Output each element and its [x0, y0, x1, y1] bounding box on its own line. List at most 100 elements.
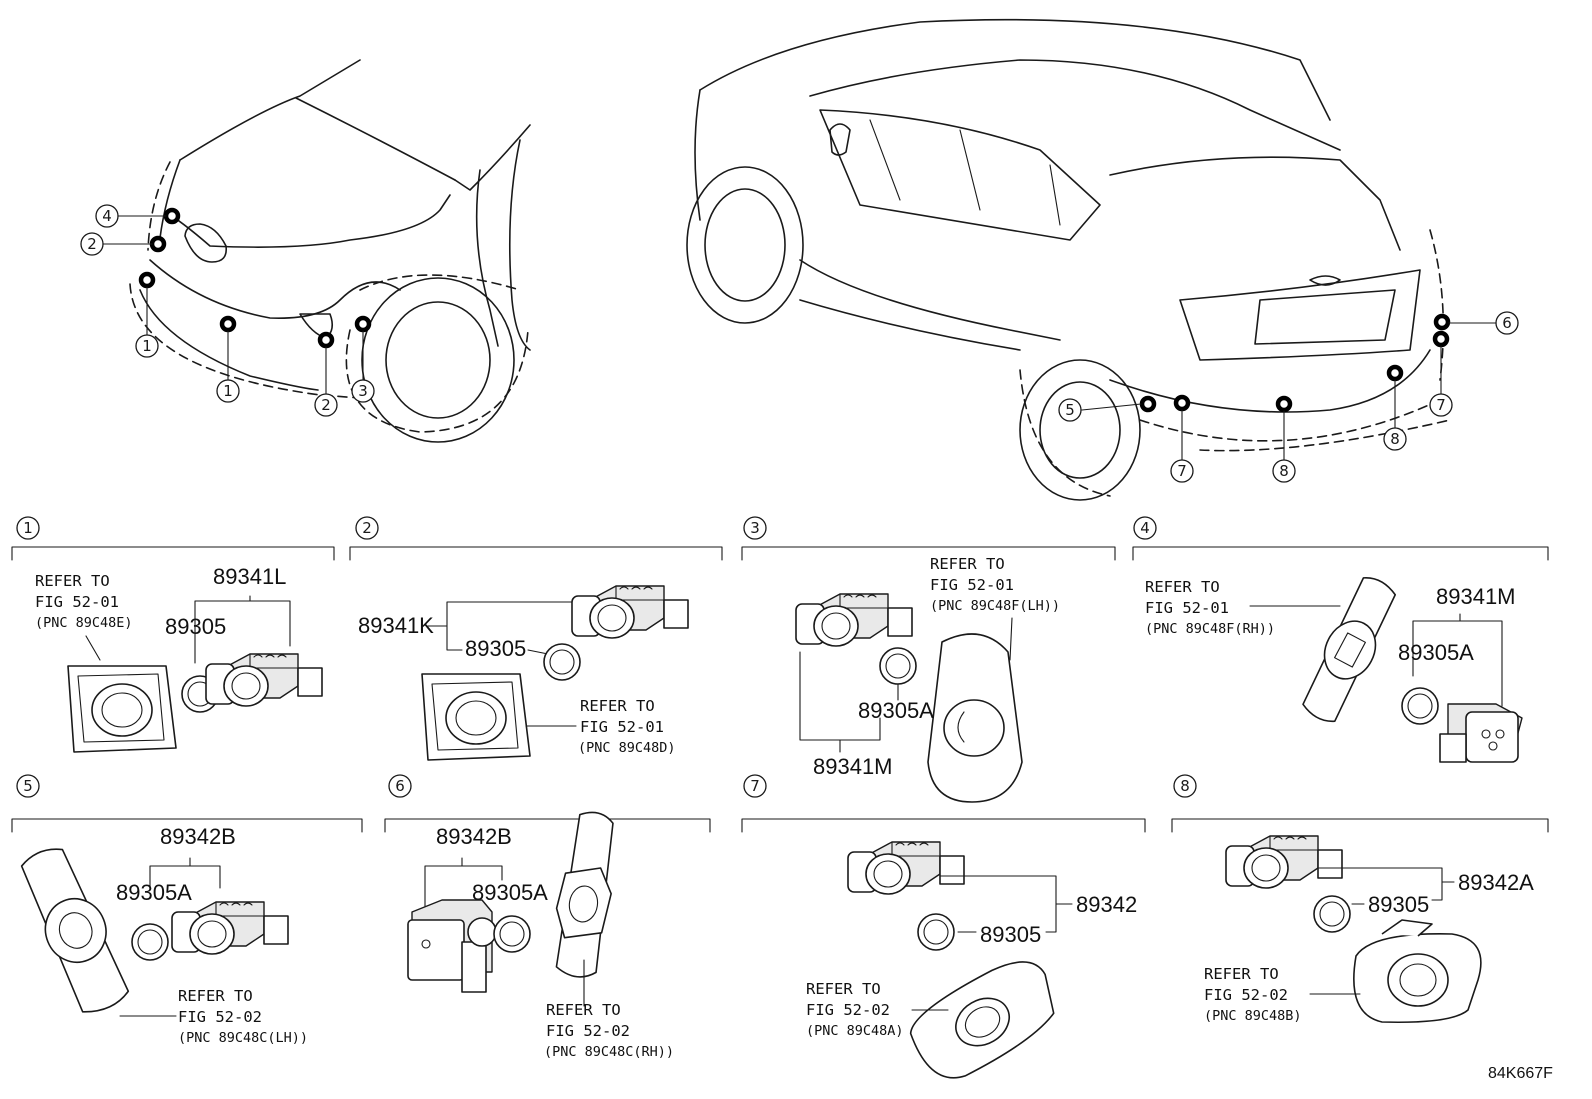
sensor-location-6	[1433, 313, 1451, 331]
panel-1-sensor-illustration	[205, 653, 323, 707]
callout-7-rear-right: 7	[1429, 393, 1453, 417]
panel-6-ring-illustration	[493, 915, 531, 953]
callout-7-rear-left: 7	[1170, 459, 1194, 483]
panel-2-part-89305: 89305	[465, 636, 526, 661]
drawing-code: 84K667F	[1488, 1065, 1553, 1082]
panel-5: 5 89342B 89305A REFER TO FIG 52-02 (PNC …	[11, 774, 363, 1046]
panel-4: 4 REFER TO FIG 52-01 (PNC 89C48F(RH)) 89…	[1132, 516, 1549, 763]
panel-2-bezel-illustration	[421, 673, 531, 761]
sensor-location-2b	[317, 331, 335, 349]
panel-8-ring-illustration	[1313, 895, 1351, 933]
sensor-location-2a	[149, 235, 167, 253]
callout-2-front-lower: 2	[314, 393, 338, 417]
svg-text:1: 1	[142, 337, 152, 355]
panel-8-number: 8	[1180, 777, 1190, 795]
panel-6-number: 6	[395, 777, 405, 795]
panel-4-refer-line1: REFER TO	[1145, 578, 1220, 596]
panel-5-number: 5	[23, 777, 33, 795]
panel-6-part-89305A: 89305A	[472, 880, 548, 905]
sensor-location-4	[163, 207, 181, 225]
vehicle-callouts: 4 2 1 1 2 3 5 7 8 8 6 7	[80, 204, 1519, 483]
panel-7-ring-illustration	[917, 913, 955, 951]
panel-1-refer-line2: FIG 52-01	[35, 593, 119, 611]
panel-1-bezel-illustration	[67, 665, 177, 753]
callout-6-rear: 6	[1495, 311, 1519, 335]
panel-5-part-89342B: 89342B	[160, 824, 236, 849]
panel-6: 6 89342B 89305A REFER TO FIG 52-02 (PNC …	[384, 774, 711, 1060]
svg-text:2: 2	[321, 396, 331, 414]
panel-1-part-89305: 89305	[165, 614, 226, 639]
panel-5-ring-illustration	[131, 923, 169, 961]
svg-text:6: 6	[1502, 314, 1512, 332]
sensor-location-7a	[1173, 394, 1191, 412]
panel-6-refer-line2: FIG 52-02	[546, 1022, 630, 1040]
sensor-location-8b	[1386, 364, 1404, 382]
callout-1-front-left: 1	[135, 334, 159, 358]
panel-8-refer-pnc: (PNC 89C48B)	[1204, 1008, 1302, 1024]
panel-7-sensor-illustration	[847, 841, 965, 895]
sensor-location-1a	[138, 271, 156, 289]
callout-3-front: 3	[351, 379, 375, 403]
sensor-location-3	[354, 315, 372, 333]
svg-text:5: 5	[1065, 401, 1075, 419]
panel-7: 7 89342 89305 REFER TO FIG 52-02 (PNC 89…	[741, 774, 1146, 1079]
panel-7-refer-pnc: (PNC 89C48A)	[806, 1023, 904, 1039]
front-vehicle-view	[129, 59, 531, 443]
panel-6-sensor-illustration	[407, 899, 497, 993]
panel-1: 1 REFER TO FIG 52-01 (PNC 89C48E) 89341L…	[11, 516, 335, 753]
panel-7-part-89342: 89342	[1076, 892, 1137, 917]
svg-text:8: 8	[1390, 430, 1400, 448]
panel-4-sensor-illustration	[1439, 703, 1523, 763]
panel-3-refer-line2: FIG 52-01	[930, 576, 1014, 594]
panel-3-bezel-illustration	[927, 633, 1023, 803]
svg-text:1: 1	[223, 382, 233, 400]
panel-2-part-89341K: 89341K	[358, 613, 434, 638]
panel-1-number: 1	[23, 519, 33, 537]
panel-3-ring-illustration	[879, 647, 917, 685]
panel-4-refer-line2: FIG 52-01	[1145, 599, 1229, 617]
panel-6-refer-line1: REFER TO	[546, 1001, 621, 1019]
panel-7-number: 7	[750, 777, 760, 795]
panel-7-part-89305: 89305	[980, 922, 1041, 947]
callout-5-rear: 5	[1058, 398, 1082, 422]
panel-4-number: 4	[1140, 519, 1150, 537]
panel-4-part-89305A: 89305A	[1398, 640, 1474, 665]
panel-4-ring-illustration	[1401, 687, 1439, 725]
panel-6-part-89342B: 89342B	[436, 824, 512, 849]
panel-5-refer-line1: REFER TO	[178, 987, 253, 1005]
panel-7-bezel-illustration	[909, 961, 1055, 1079]
panel-7-refer-line2: FIG 52-02	[806, 1001, 890, 1019]
callout-4-front: 4	[95, 204, 119, 228]
panel-1-refer-line1: REFER TO	[35, 572, 110, 590]
panel-3-refer-pnc: (PNC 89C48F(LH))	[930, 598, 1060, 614]
svg-text:7: 7	[1177, 462, 1187, 480]
callout-2-front-upper: 2	[80, 232, 104, 256]
sensor-location-8a	[1275, 395, 1293, 413]
panel-8: 8 89342A 89305 REFER TO FIG 52-02 (PNC 8…	[1171, 774, 1549, 1024]
callout-8-rear-right: 8	[1383, 427, 1407, 451]
panel-6-bezel-illustration	[555, 811, 614, 978]
callout-1-front-center: 1	[216, 379, 240, 403]
panel-3-part-89305A: 89305A	[858, 698, 934, 723]
panel-6-refer-pnc: (PNC 89C48C(RH))	[544, 1044, 674, 1060]
svg-text:7: 7	[1436, 396, 1446, 414]
panel-5-refer-line2: FIG 52-02	[178, 1008, 262, 1026]
panel-4-part-89341M: 89341M	[1436, 584, 1516, 609]
svg-text:4: 4	[102, 207, 112, 225]
panel-3: 3 REFER TO FIG 52-01 (PNC 89C48F(LH)) 89…	[741, 516, 1116, 803]
panel-3-number: 3	[750, 519, 760, 537]
panel-8-refer-line2: FIG 52-02	[1204, 986, 1288, 1004]
callout-8-rear-center: 8	[1272, 459, 1296, 483]
panel-5-bezel-illustration	[20, 848, 130, 1013]
panel-2-refer-pnc: (PNC 89C48D)	[578, 740, 676, 756]
panel-7-refer-line1: REFER TO	[806, 980, 881, 998]
rear-vehicle-view	[686, 18, 1451, 501]
panel-8-part-89305: 89305	[1368, 892, 1429, 917]
panel-8-bezel-illustration	[1353, 919, 1482, 1024]
panel-3-sensor-illustration	[795, 593, 913, 647]
panel-2-ring-illustration	[543, 643, 581, 681]
sensor-location-1b	[219, 315, 237, 333]
panel-8-refer-line1: REFER TO	[1204, 965, 1279, 983]
panel-2-sensor-illustration	[571, 585, 689, 639]
